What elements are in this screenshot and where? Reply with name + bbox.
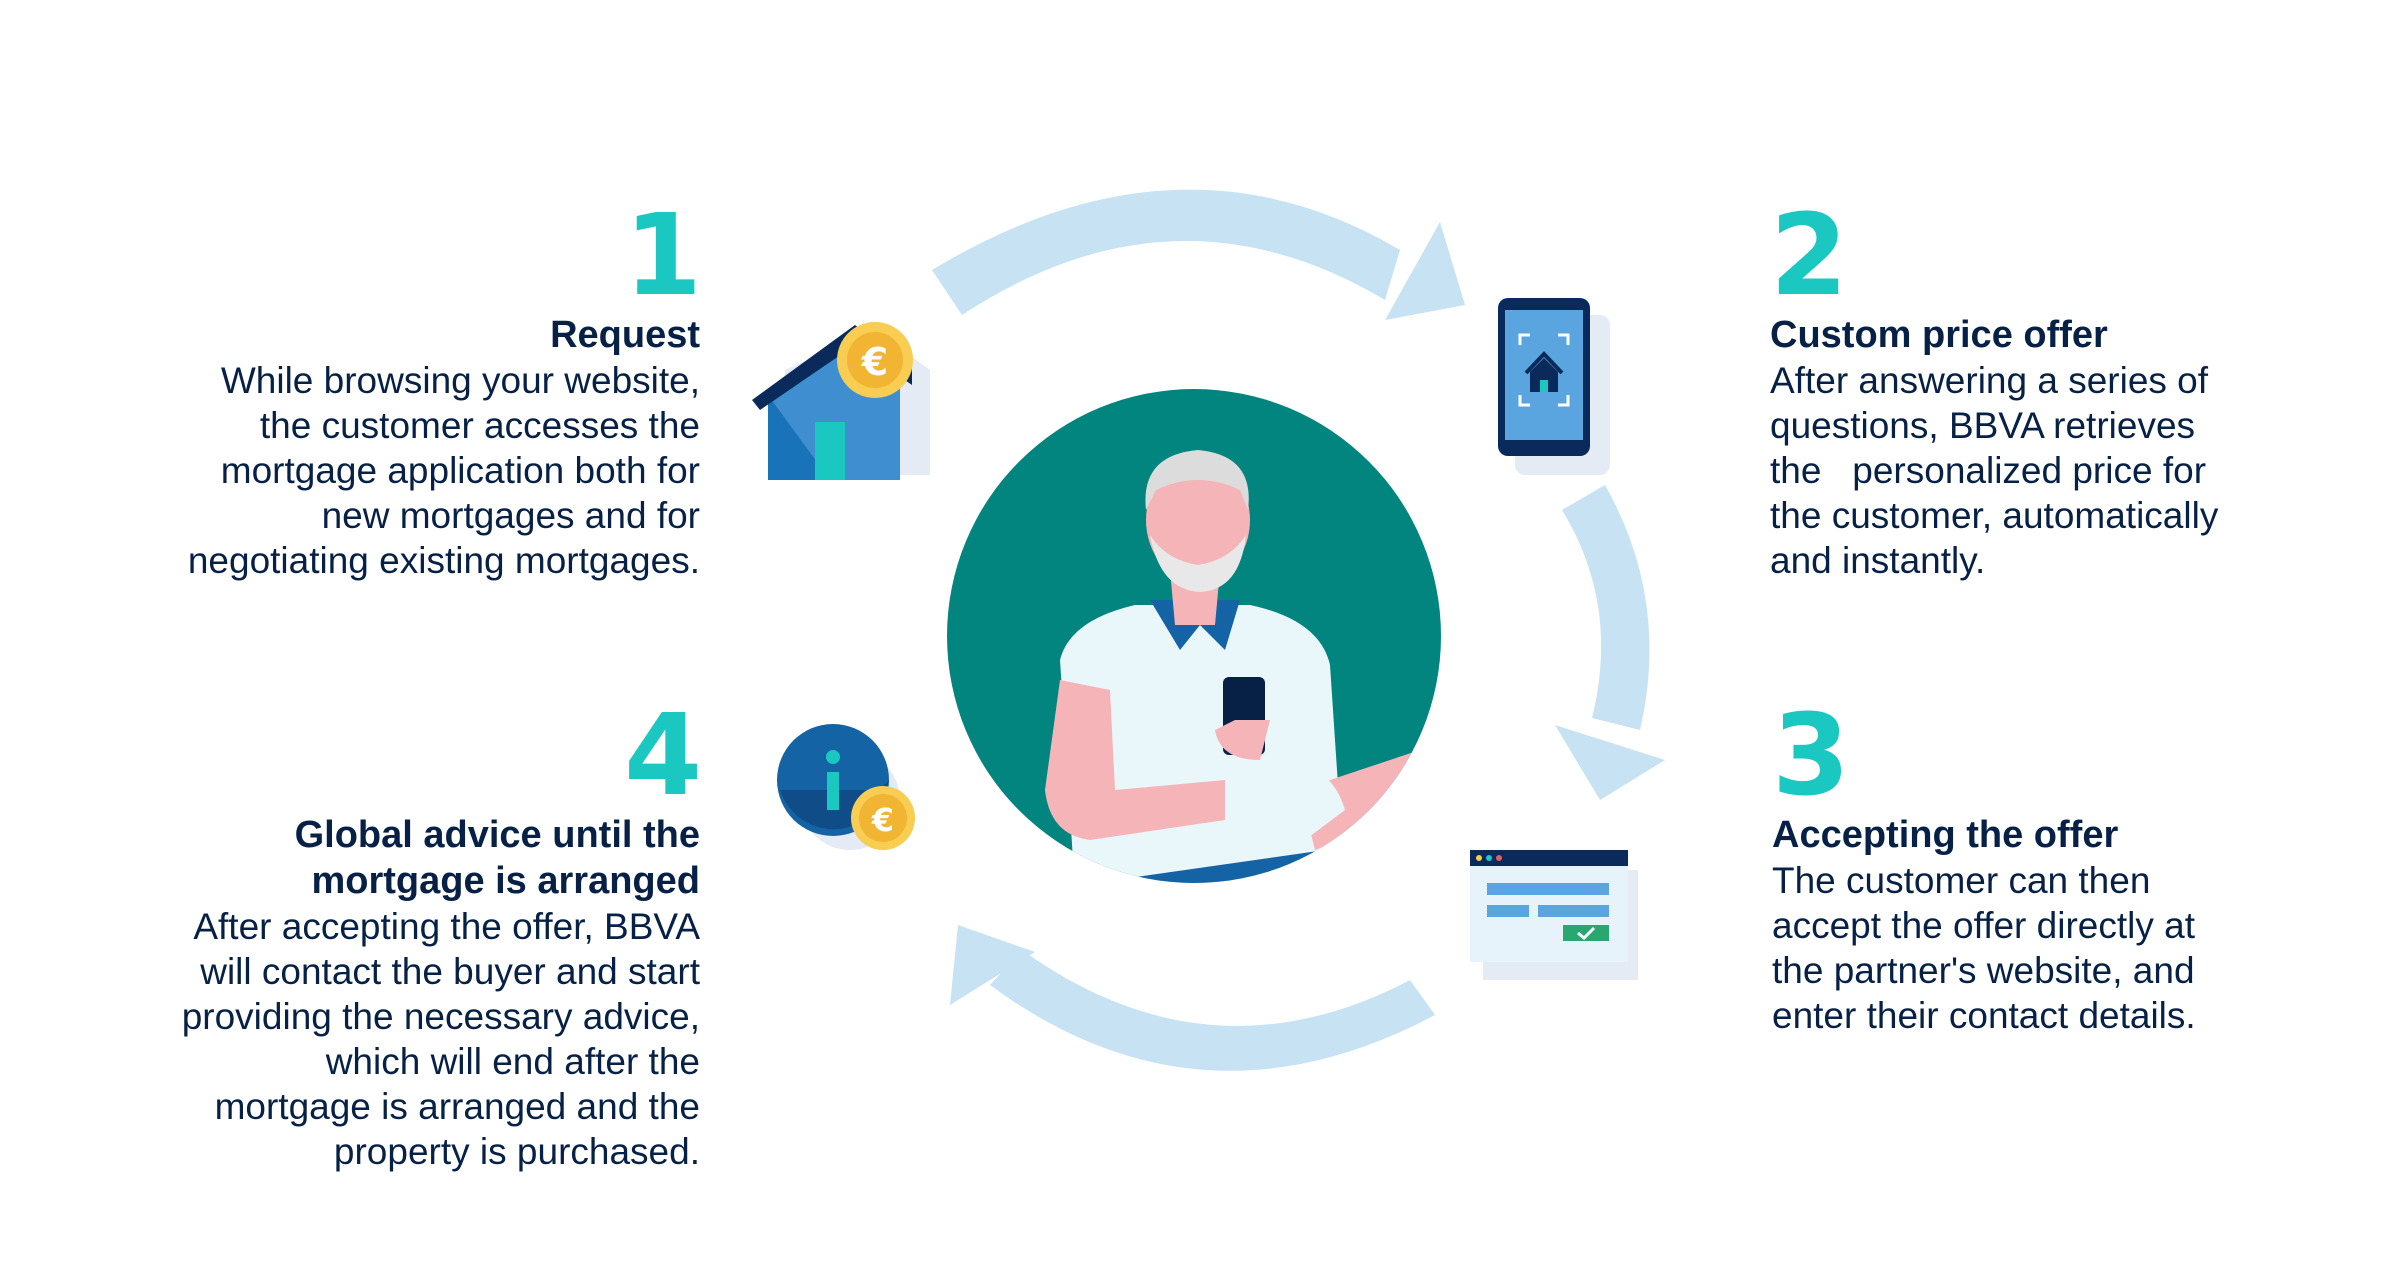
step-accepting-offer: 3 Accepting the offer The customer can t… <box>1772 700 2332 1038</box>
customer-with-phone-illustration <box>947 389 1441 883</box>
step-desc-line: accept the offer directly at <box>1772 905 2195 946</box>
step-desc-line: will contact the buyer and start <box>200 951 700 992</box>
step-desc-line: After answering a series of <box>1770 360 2209 401</box>
step-number: 1 <box>624 191 702 321</box>
step-desc-line: new mortgages and for <box>321 495 700 536</box>
step-number: 4 <box>624 691 702 821</box>
step-description: While browsing your website, the custome… <box>100 358 700 583</box>
step-title: Accepting the offer <box>1772 812 2332 858</box>
step-title-line: Accepting the offer <box>1772 814 2119 856</box>
step-number: 3 <box>1772 691 1850 821</box>
step-desc-line: the customer, automatically <box>1770 495 2219 536</box>
info-euro-icon: € <box>777 724 915 850</box>
step-desc-line: The customer can then <box>1772 860 2151 901</box>
step-request: 1 Request While browsing your website, t… <box>100 191 702 583</box>
arrow-bottom <box>990 950 1435 1071</box>
step-title-line: Global advice until the <box>294 814 700 856</box>
step-description: After accepting the offer, BBVA will con… <box>100 904 700 1174</box>
step-desc-line: After accepting the offer, BBVA <box>193 906 700 947</box>
step-desc-line: mortgage application both for <box>220 450 700 491</box>
step-number: 2 <box>1770 191 1848 321</box>
arrow-top <box>932 189 1400 315</box>
cycle-arrows <box>932 189 1665 1071</box>
step-title: Global advice until the mortgage is arra… <box>100 812 700 904</box>
step-desc-line: the customer accesses the <box>259 405 700 446</box>
svg-text:€: € <box>861 340 888 384</box>
step-title: Custom price offer <box>1770 312 2330 358</box>
step-desc-line: the personalized price for <box>1770 450 2207 491</box>
arrow-bottom-head <box>950 925 1035 1005</box>
step-desc-line: which will end after the <box>325 1041 700 1082</box>
step-desc-line: questions, BBVA retrieves <box>1770 405 2196 446</box>
step-title: Request <box>100 312 700 358</box>
step-title-line: Custom price offer <box>1770 314 2108 356</box>
step-desc-line: mortgage is arranged and the <box>214 1086 700 1127</box>
svg-text:€: € <box>871 801 894 839</box>
step-desc-line: providing the necessary advice, <box>181 996 700 1037</box>
step-description: After answering a series of questions, B… <box>1770 358 2330 583</box>
step-custom-price-offer: 2 Custom price offer After answering a s… <box>1770 200 2330 583</box>
step-desc-line: While browsing your website, <box>220 360 700 401</box>
arrow-right-head <box>1555 725 1665 800</box>
step-title-line: mortgage is arranged <box>311 860 700 902</box>
step-desc-line: the partner's website, and <box>1772 950 2195 991</box>
phone-house-scan-icon <box>1498 298 1610 475</box>
arrow-right <box>1562 485 1650 730</box>
step-description: The customer can then accept the offer d… <box>1772 858 2332 1038</box>
house-euro-icon: € <box>752 322 930 480</box>
step-global-advice: 4 Global advice until the mortgage is ar… <box>100 691 702 1174</box>
browser-form-icon <box>1470 850 1638 980</box>
step-desc-line: negotiating existing mortgages. <box>187 540 700 581</box>
step-desc-line: and instantly. <box>1770 540 1986 581</box>
step-desc-line: property is purchased. <box>333 1131 700 1172</box>
arrow-top-head <box>1385 222 1465 320</box>
step-title-line: Request <box>550 314 700 356</box>
step-desc-line: enter their contact details. <box>1772 995 2196 1036</box>
